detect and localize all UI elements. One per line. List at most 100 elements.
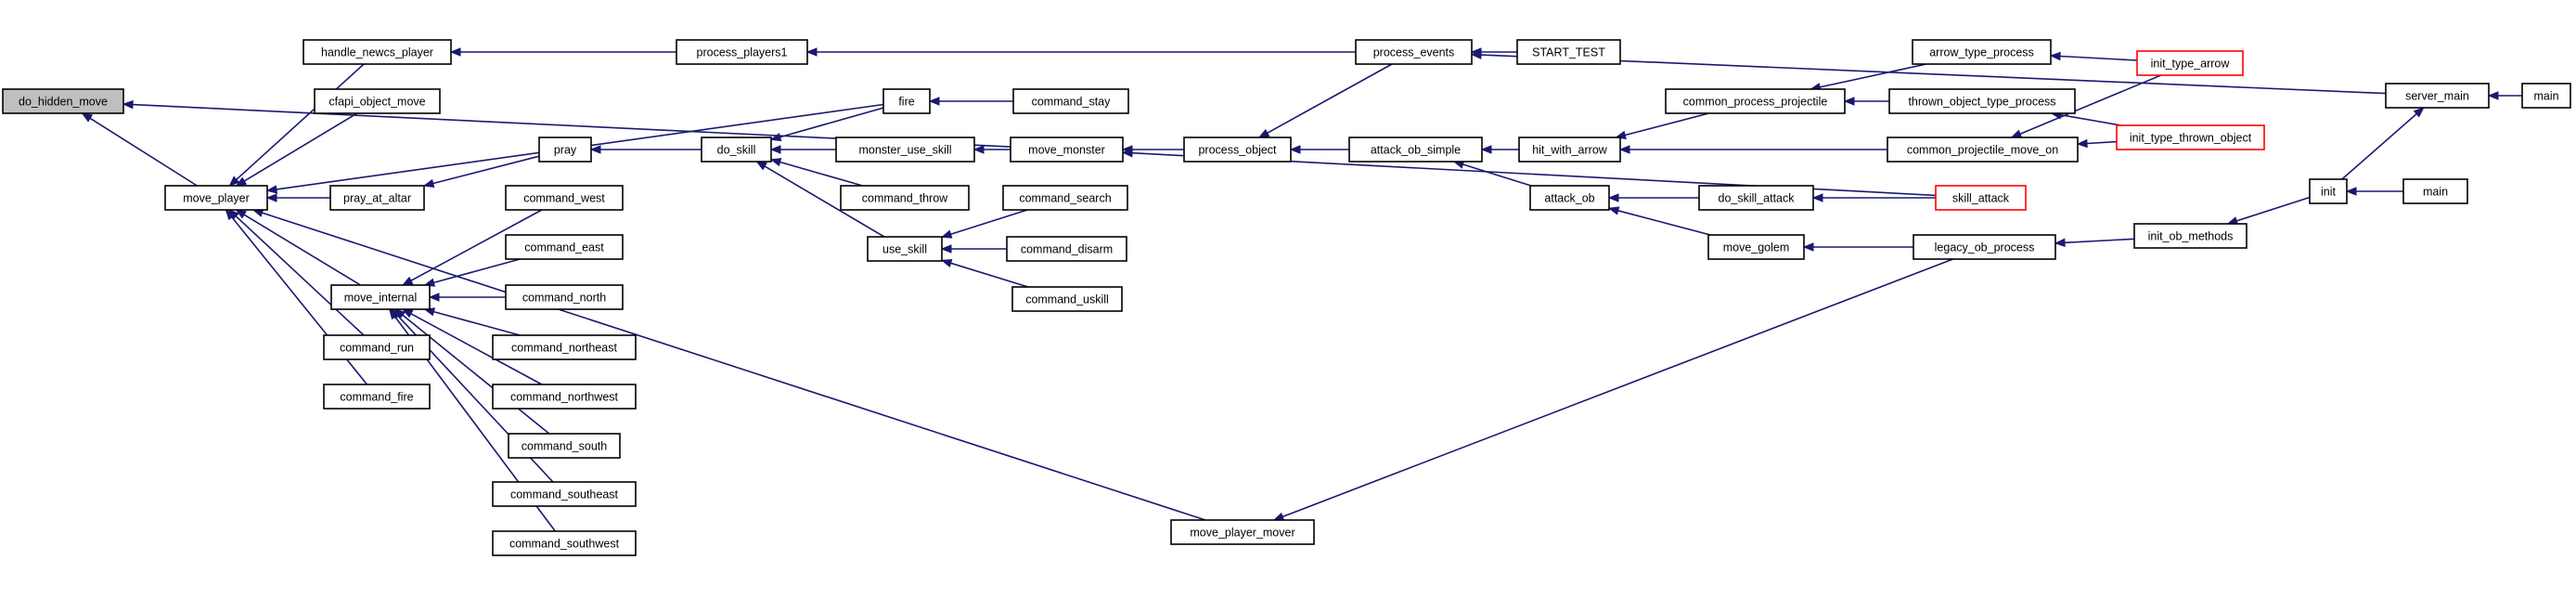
node-init-type-arrow[interactable]: init_type_arrow (2136, 50, 2244, 76)
node-box[interactable] (1170, 519, 1315, 545)
node-box[interactable] (303, 39, 452, 65)
node-init[interactable]: init (2309, 178, 2348, 204)
node-box[interactable] (1516, 39, 1621, 65)
node-server-main[interactable]: server_main (2385, 83, 2490, 109)
node-attack-ob[interactable]: attack_ob (1529, 185, 1610, 211)
node-arrow-type-process[interactable]: arrow_type_process (1912, 39, 2052, 65)
node-handle-newcs-player[interactable]: handle_newcs_player (303, 39, 452, 65)
node-pray[interactable]: pray (538, 137, 592, 163)
node-box[interactable] (508, 433, 621, 459)
node-box[interactable] (1006, 236, 1127, 262)
node-move-internal[interactable]: move_internal (330, 284, 431, 310)
node-box[interactable] (840, 185, 970, 211)
node-box[interactable] (330, 284, 431, 310)
node-box[interactable] (492, 481, 637, 507)
node-command-east[interactable]: command_east (505, 234, 624, 260)
node-do-hidden-move[interactable]: do_hidden_move (2, 88, 124, 114)
node-box[interactable] (835, 137, 975, 163)
node-box[interactable] (2133, 223, 2248, 249)
node-box[interactable] (1183, 137, 1292, 163)
node-box[interactable] (1698, 185, 1814, 211)
node-command-run[interactable]: command_run (323, 334, 431, 360)
node-common-projectile-move-on[interactable]: common_projectile_move_on (1887, 137, 2079, 163)
node-box[interactable] (2309, 178, 2348, 204)
node-box[interactable] (1012, 88, 1129, 114)
node-move-golem[interactable]: move_golem (1707, 234, 1805, 260)
node-box[interactable] (492, 530, 637, 556)
node-box[interactable] (505, 185, 624, 211)
node-command-disarm[interactable]: command_disarm (1006, 236, 1127, 262)
node-move-player[interactable]: move_player (164, 185, 268, 211)
node-init-type-thrown-object[interactable]: init_type_thrown_object (2116, 124, 2265, 150)
node-START-TEST[interactable]: START_TEST (1516, 39, 1621, 65)
node-command-north[interactable]: command_north (505, 284, 624, 310)
node-box[interactable] (505, 284, 624, 310)
node-box[interactable] (1348, 137, 1483, 163)
node-box[interactable] (1887, 137, 2079, 163)
node-box[interactable] (538, 137, 592, 163)
node-attack-ob-simple[interactable]: attack_ob_simple (1348, 137, 1483, 163)
node-box[interactable] (329, 185, 425, 211)
node-do-skill-attack[interactable]: do_skill_attack (1698, 185, 1814, 211)
node-box[interactable] (1888, 88, 2076, 114)
node-box[interactable] (882, 88, 931, 114)
node-pray-at-altar[interactable]: pray_at_altar (329, 185, 425, 211)
node-command-stay[interactable]: command_stay (1012, 88, 1129, 114)
node-box[interactable] (1665, 88, 1846, 114)
node-move-player-mover[interactable]: move_player_mover (1170, 519, 1315, 545)
node-command-throw[interactable]: command_throw (840, 185, 970, 211)
node-hit-with-arrow[interactable]: hit_with_arrow (1518, 137, 1621, 163)
node-command-northwest[interactable]: command_northwest (492, 384, 637, 410)
node-box[interactable] (2116, 124, 2265, 150)
node-command-west[interactable]: command_west (505, 185, 624, 211)
node-box[interactable] (1912, 39, 2052, 65)
node-box[interactable] (314, 88, 441, 114)
node-box[interactable] (1011, 286, 1123, 312)
node-command-northeast[interactable]: command_northeast (492, 334, 637, 360)
node-box[interactable] (1355, 39, 1473, 65)
node-skill-attack[interactable]: skill_attack (1935, 185, 2027, 211)
node-box[interactable] (1707, 234, 1805, 260)
node-box[interactable] (505, 234, 624, 260)
node-box[interactable] (492, 384, 637, 410)
node-command-uskill[interactable]: command_uskill (1011, 286, 1123, 312)
node-command-southeast[interactable]: command_southeast (492, 481, 637, 507)
node-init-ob-methods[interactable]: init_ob_methods (2133, 223, 2248, 249)
node-process-players1[interactable]: process_players1 (676, 39, 808, 65)
node-main-1[interactable]: main (2521, 83, 2571, 109)
node-box[interactable] (1518, 137, 1621, 163)
node-box[interactable] (164, 185, 268, 211)
node-box[interactable] (1010, 137, 1124, 163)
node-box[interactable] (867, 236, 943, 262)
node-use-skill[interactable]: use_skill (867, 236, 943, 262)
node-box[interactable] (1913, 234, 2056, 260)
node-cfapi-object-move[interactable]: cfapi_object_move (314, 88, 441, 114)
node-box[interactable] (2385, 83, 2490, 109)
node-box[interactable] (2136, 50, 2244, 76)
node-do-skill[interactable]: do_skill (701, 137, 772, 163)
node-box[interactable] (1529, 185, 1610, 211)
node-box[interactable] (323, 384, 431, 410)
node-box[interactable] (1935, 185, 2027, 211)
node-fire[interactable]: fire (882, 88, 931, 114)
node-process-events[interactable]: process_events (1355, 39, 1473, 65)
node-common-process-projectile[interactable]: common_process_projectile (1665, 88, 1846, 114)
node-box[interactable] (2521, 83, 2571, 109)
node-move-monster[interactable]: move_monster (1010, 137, 1124, 163)
node-box[interactable] (1002, 185, 1128, 211)
node-command-fire[interactable]: command_fire (323, 384, 431, 410)
node-thrown-object-type-process[interactable]: thrown_object_type_process (1888, 88, 2076, 114)
node-box[interactable] (701, 137, 772, 163)
node-main-2[interactable]: main (2402, 178, 2468, 204)
node-command-south[interactable]: command_south (508, 433, 621, 459)
node-box[interactable] (2, 88, 124, 114)
node-legacy-ob-process[interactable]: legacy_ob_process (1913, 234, 2056, 260)
node-monster-use-skill[interactable]: monster_use_skill (835, 137, 975, 163)
node-command-southwest[interactable]: command_southwest (492, 530, 637, 556)
node-box[interactable] (492, 334, 637, 360)
node-command-search[interactable]: command_search (1002, 185, 1128, 211)
node-box[interactable] (2402, 178, 2468, 204)
node-process-object[interactable]: process_object (1183, 137, 1292, 163)
node-box[interactable] (676, 39, 808, 65)
node-box[interactable] (323, 334, 431, 360)
